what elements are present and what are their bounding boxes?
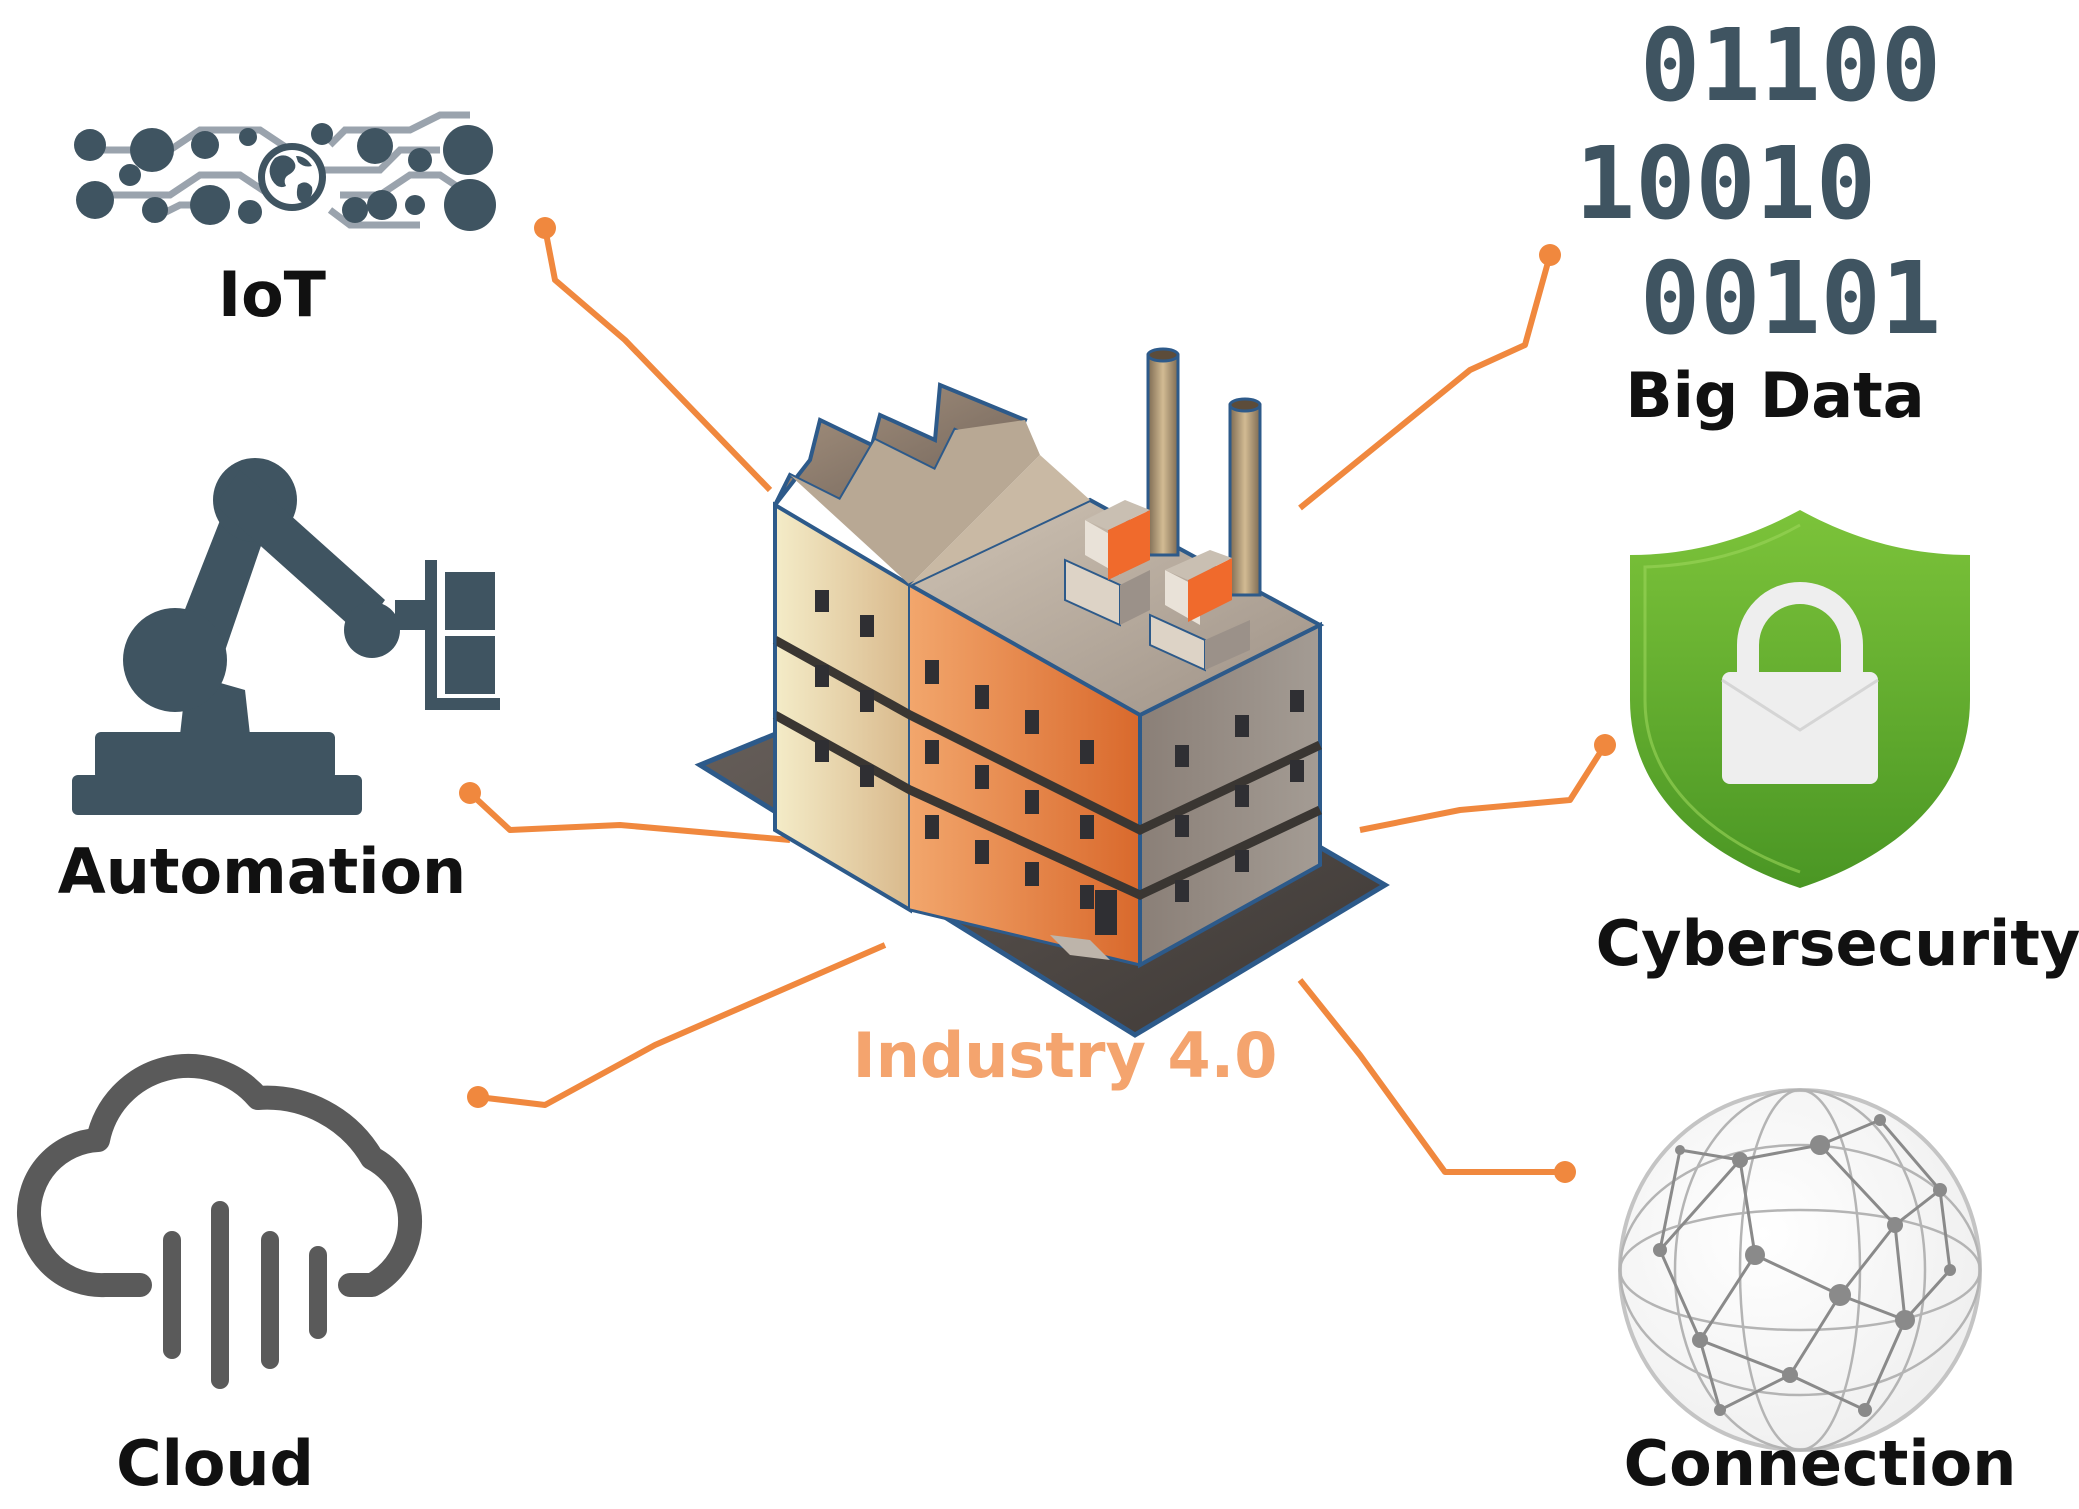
lock-icon <box>1721 582 1879 784</box>
connector-big-data <box>1298 244 1561 511</box>
factory-icon <box>694 347 1390 1038</box>
connector-endpoint <box>467 1086 489 1108</box>
label-connection: Connection <box>1624 1427 2017 1500</box>
connector-connection <box>1297 978 1576 1183</box>
network-globe-icon <box>1618 1088 1982 1452</box>
connector-endpoint <box>1554 1161 1576 1183</box>
label-cybersecurity: Cybersecurity <box>1596 907 2079 980</box>
shield-lock-icon <box>1630 510 1970 888</box>
globe-icon <box>258 143 326 211</box>
binary-line: 01100 <box>1640 7 1941 124</box>
rooftop-unit-icon <box>1064 500 1250 672</box>
iot-circuit-globe-icon <box>74 111 496 231</box>
label-automation: Automation <box>58 835 466 908</box>
label-big-data: Big Data <box>1625 359 1924 432</box>
chimney-icon <box>1146 347 1262 597</box>
connector-endpoint <box>1539 244 1561 266</box>
connector-endpoint <box>1594 734 1616 756</box>
connector-automation <box>459 782 791 843</box>
label-industry: Industry 4.0 <box>853 1019 1278 1092</box>
connector-iot <box>534 217 773 493</box>
connector-endpoint <box>459 782 481 804</box>
cloud-icon <box>16 1053 423 1389</box>
connector-cloud <box>467 942 887 1108</box>
binary-line: 00101 <box>1640 240 1941 357</box>
connector-cybersecurity <box>1359 734 1616 833</box>
label-cloud: Cloud <box>116 1427 314 1500</box>
connectors <box>459 217 1616 1183</box>
robotic-arm-icon <box>72 458 500 815</box>
connector-endpoint <box>534 217 556 239</box>
label-iot: IoT <box>218 258 326 331</box>
binary-line: 10010 <box>1575 125 1876 242</box>
binary-data-icon: 01100 10010 00101 <box>1575 7 1941 357</box>
